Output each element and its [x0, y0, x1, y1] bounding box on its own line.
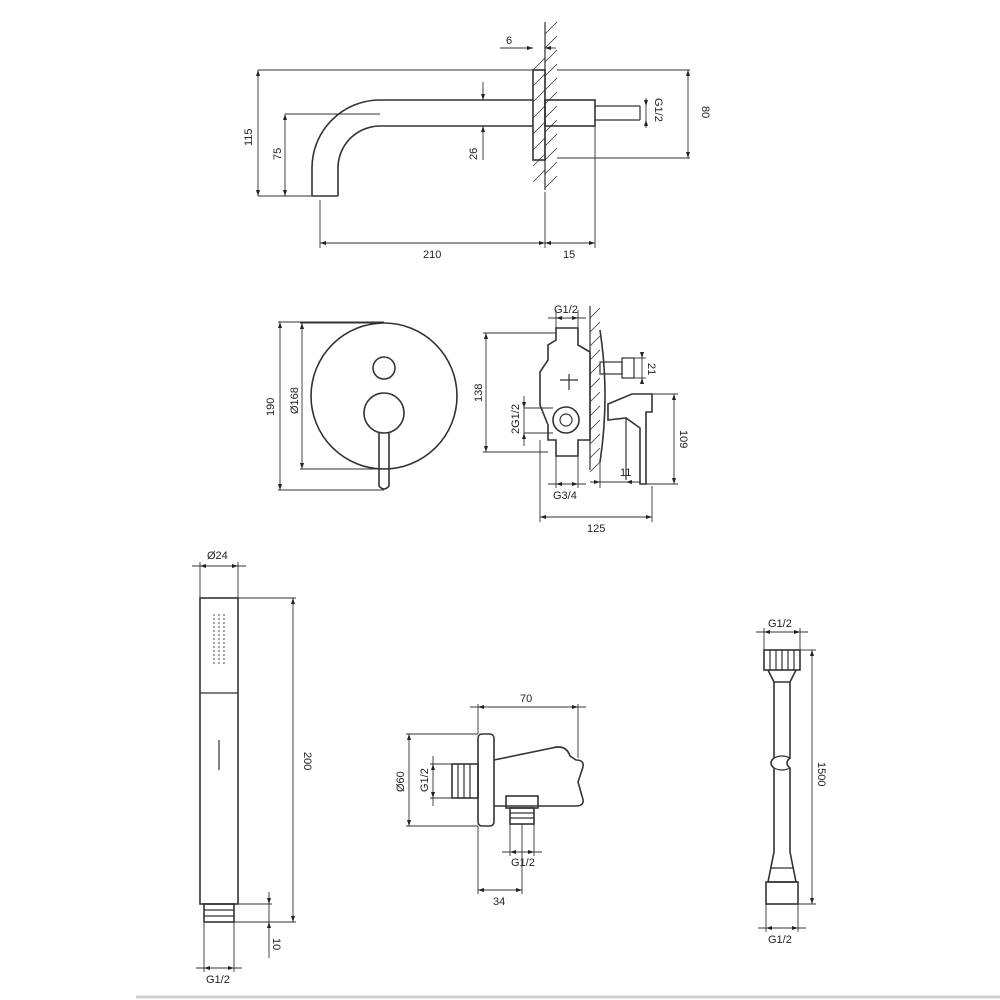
wall-outlet-dim-34: 34: [493, 896, 505, 908]
hand-shower-dim-10: 10: [270, 938, 282, 950]
wall-outlet-inlet-thread: [451, 763, 479, 799]
hand-shower-nozzles: [213, 614, 225, 665]
hose-dim-g12-top: G1/2: [768, 618, 792, 630]
spout-dim-15: 15: [563, 249, 575, 261]
mixer-side-outlet-ring: [552, 406, 580, 434]
mixer-side-dim-g34: G3/4: [553, 490, 577, 502]
spout-dim-80: 80: [699, 106, 711, 118]
wall-outlet-holder: [493, 746, 584, 807]
spout-dim-26: 26: [468, 148, 480, 160]
hose-top-cone: [767, 669, 797, 683]
mixer-side-dim-21: 21: [645, 363, 657, 375]
hose-body: [770, 682, 791, 852]
mixer-front-diverter: [372, 356, 396, 380]
hand-shower-thread: [203, 903, 235, 923]
spout-dim-75: 75: [272, 148, 284, 160]
spout-dim-6: 6: [506, 35, 512, 47]
spout-dim-115: 115: [243, 128, 255, 146]
hose-bottom-cone: [767, 851, 797, 883]
mixer-front-handle-hub: [363, 392, 405, 434]
wall-outlet-dim-d60: Ø60: [395, 771, 407, 792]
mixer-side-dim-2g12: 2G1/2: [510, 404, 522, 434]
mixer-side-dim-11: 11: [620, 467, 631, 479]
mixer-front-plate: [310, 322, 458, 470]
mixer-side-dim-g12-top: G1/2: [554, 304, 578, 316]
spout-drawing: 6 115 75 80 G1/2 26: [243, 21, 711, 261]
mixer-side-wall-hatch: [589, 306, 601, 473]
hose-dim-g12-bottom: G1/2: [768, 934, 792, 946]
hose-bottom-nut: [765, 881, 799, 905]
hand-shower-dim-d24: Ø24: [207, 550, 228, 562]
wall-outlet-plate: [477, 733, 495, 827]
mixer-side-plate: [599, 329, 606, 463]
mixer-front-drawing: 190 Ø168: [265, 321, 458, 491]
hose-dim-1500: 1500: [815, 762, 827, 786]
spout-dim-g12: G1/2: [652, 98, 664, 122]
spout-body-outer: [311, 99, 533, 196]
mixer-side-dim-109: 109: [677, 430, 689, 448]
mixer-front-lever: [378, 433, 390, 490]
wall-outlet-lower-thread: [509, 807, 535, 825]
wall-outlet-drawing: 70 Ø60 G1/2 G1/2 34: [395, 693, 586, 908]
mixer-side-dim-125: 125: [587, 523, 605, 535]
hand-shower-drawing: Ø24 200 10 G1/2: [192, 550, 313, 986]
spout-wall-plate: [532, 69, 546, 161]
hand-shower-dim-200: 200: [301, 752, 313, 770]
mixer-side-dim-138: 138: [473, 384, 485, 402]
hand-shower-dim-g12: G1/2: [206, 974, 230, 986]
wall-outlet-dim-g12-bottom: G1/2: [511, 857, 535, 869]
wall-outlet-dim-g12-left: G1/2: [419, 768, 431, 792]
mixer-front-dim-190: 190: [265, 398, 277, 416]
wall-outlet-dim-70: 70: [520, 693, 532, 705]
spout-dim-210: 210: [423, 249, 441, 261]
mixer-side-outlet-hole: [559, 413, 573, 427]
hose-drawing: G1/2 1500 G1/2: [756, 618, 827, 946]
spout-body-inner: [337, 125, 533, 196]
mixer-side-drawing: G1/2 138 21 2G1/2 109 11: [473, 304, 689, 535]
mixer-front-dim-d168: Ø168: [289, 387, 301, 414]
spout-connector: [544, 99, 596, 127]
mixer-side-body: [539, 327, 591, 457]
